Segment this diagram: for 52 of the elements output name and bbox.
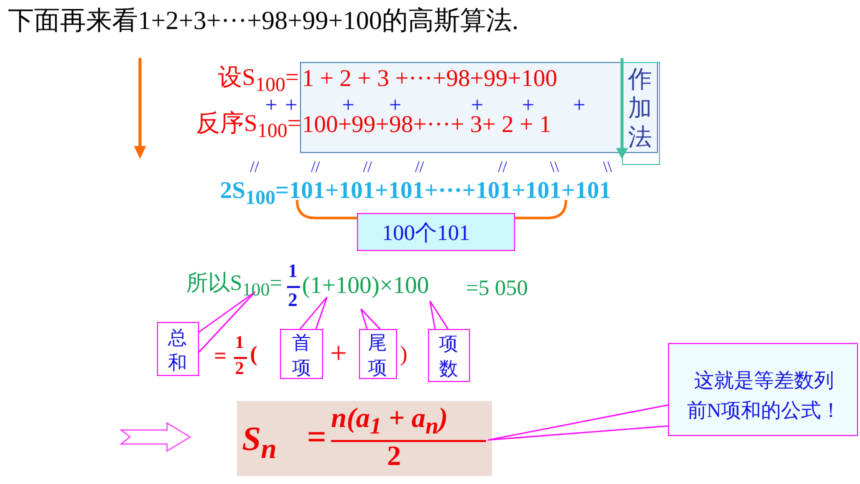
box-text: 首项 [292, 332, 312, 381]
parenthesis: ( [250, 343, 258, 365]
formula-text: = [307, 421, 326, 455]
callout-box [428, 329, 470, 382]
equals-mark: \\ [603, 160, 612, 176]
speech-bubble [668, 343, 858, 436]
plus-sign: + [389, 94, 402, 116]
fraction-number: 2 [235, 359, 244, 377]
fraction-number: 1 [288, 262, 298, 281]
fraction-number: 1 [235, 333, 244, 351]
callout-tail [360, 308, 381, 330]
highlight-band [300, 62, 658, 153]
fraction-number: 2 [288, 291, 298, 310]
plus-sign: + [471, 94, 484, 116]
plus-sign: + [342, 94, 354, 116]
bubble-text: 这就是等差数列前N项和的公式！ [686, 369, 842, 424]
callout-tail [299, 296, 328, 330]
equation-text: 100+99+98+···+ 3+ 2 + 1 [302, 113, 552, 137]
plus-sign: + [573, 94, 586, 116]
box-text: 100个101 [382, 222, 470, 244]
equation-label: 设S$_{100}$= [218, 66, 299, 95]
equation-text: 1 + 2 + 3 +···+98+99+100 [302, 67, 558, 91]
equation-label: =5 050 [466, 277, 528, 299]
plus-sign: + [330, 339, 347, 369]
title: 下面再来看1+2+3+···+98+99+100的高斯算法. [8, 8, 518, 34]
parenthesis: ) [400, 343, 408, 365]
plus-sign: + [522, 94, 534, 116]
box-text: 尾项 [368, 332, 388, 381]
box-text: 项数 [439, 333, 459, 382]
callout-tail [487, 404, 669, 441]
box-text: 总和 [168, 327, 188, 376]
equals-mark: \\ [550, 160, 559, 176]
callout-box [359, 329, 397, 379]
callout-tail [429, 300, 449, 330]
formula-text: n(a$_{1}$ + a$_{n}$) [331, 405, 448, 439]
equation-label: 所以S$_{100}$= [186, 272, 282, 299]
result-box [357, 213, 515, 251]
equals-sign: = [214, 345, 227, 367]
callout-tail [198, 291, 256, 353]
equation-label: (1+100)×100 [302, 274, 430, 298]
callout-box [157, 322, 199, 376]
equals-mark: // [363, 160, 372, 176]
equals-mark: // [311, 160, 320, 176]
formula-text: 2 [387, 443, 401, 471]
equals-mark: // [415, 160, 424, 176]
equation-label: 2S$_{100}$=101+101+101+···+101+101+101 [220, 179, 612, 208]
callout-box [280, 329, 323, 379]
equals-mark: // [250, 160, 259, 176]
box-text: 作加法 [628, 66, 653, 152]
formula-text: S$_{n}$ [242, 423, 277, 464]
formula-box [237, 401, 492, 476]
equals-mark: // [498, 160, 507, 176]
